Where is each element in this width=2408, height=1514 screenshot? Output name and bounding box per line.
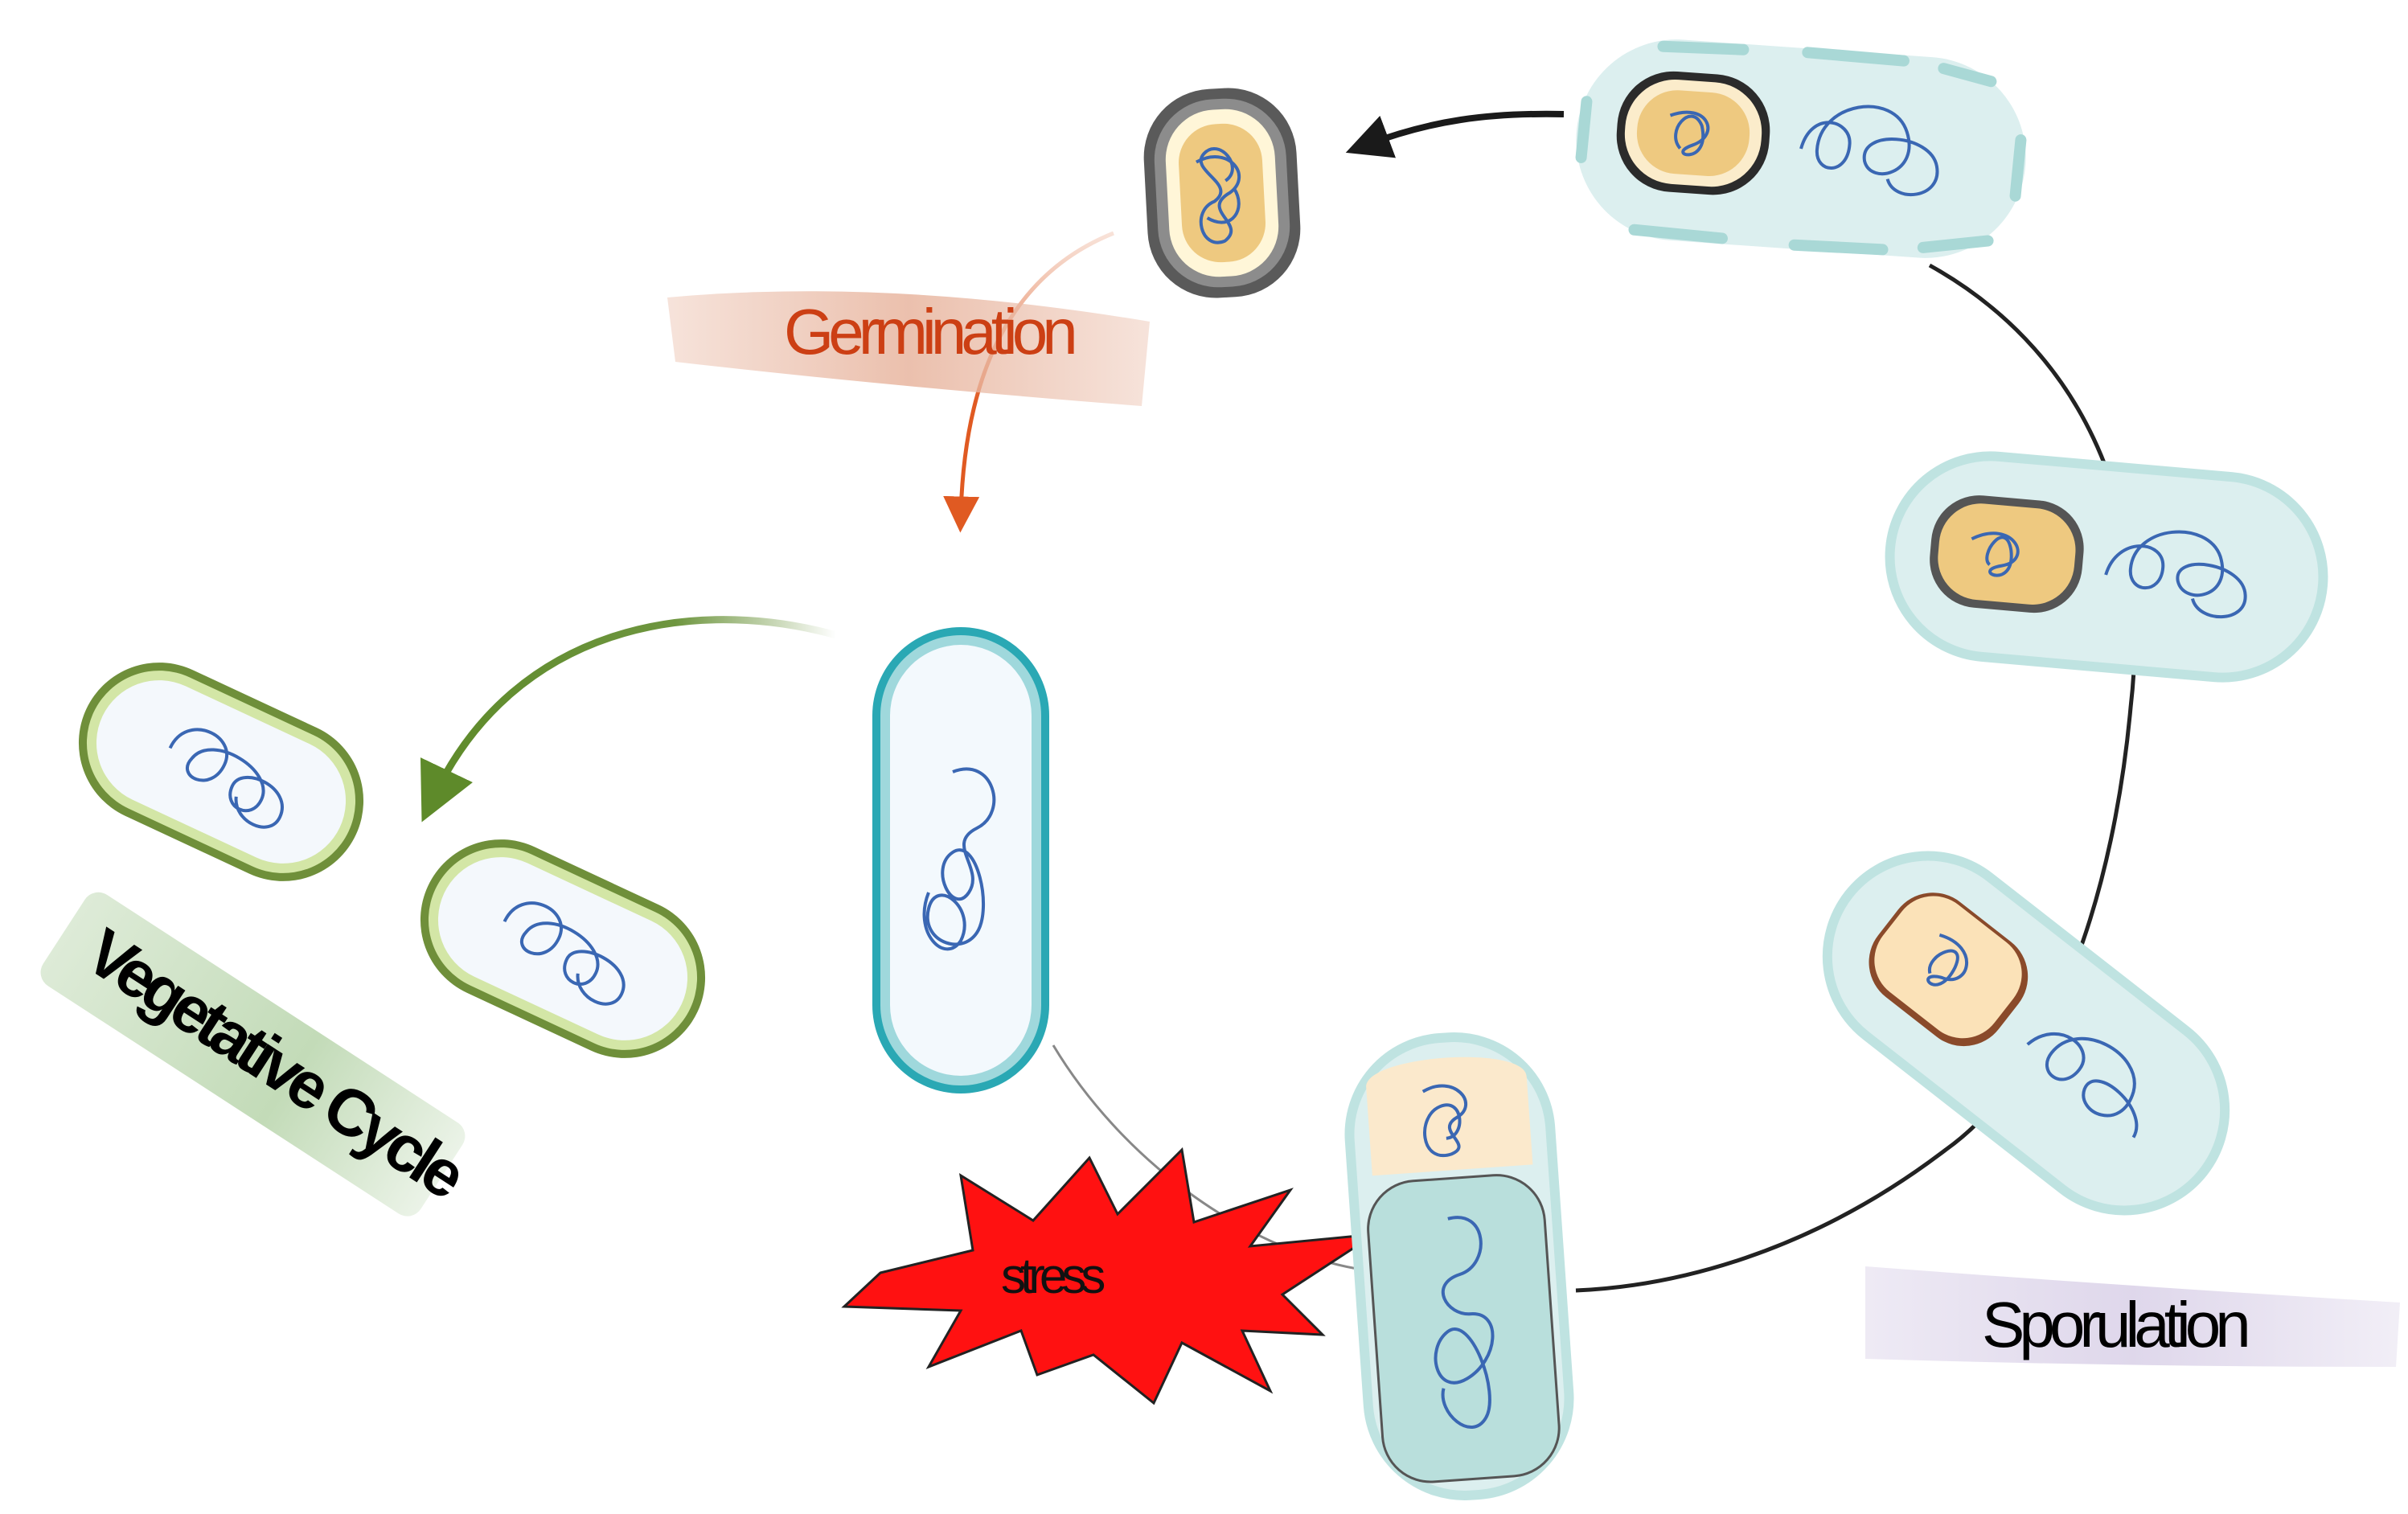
spore-icon (1143, 88, 1301, 298)
vegetative-label-group: Vegetative Cycle (40, 892, 477, 1217)
stress-burst-shape (841, 1147, 1376, 1405)
engulfment-cell-icon (1822, 851, 2230, 1216)
sporangium-mature-icon (1575, 39, 2027, 258)
sporangium-cortex-icon (1885, 451, 2328, 683)
cycle-connectors (420, 110, 2137, 1293)
stress-burst-icon: stress (841, 1147, 1376, 1405)
vegetative-band (40, 892, 466, 1217)
germination-label-group: Germination (667, 291, 1150, 406)
forespore-cell-icon (1344, 1032, 1574, 1500)
germination-band (667, 291, 1150, 406)
vegetative-label: Vegetative Cycle (73, 915, 477, 1212)
dividing-cell-icon (420, 839, 706, 1058)
spore-release-arrow (1345, 110, 1565, 158)
vegetative-cell-icon (78, 663, 364, 881)
sporulation-band (1865, 1266, 2400, 1367)
rod-cell-icon (872, 627, 1049, 1093)
vegetative-arrow (420, 616, 838, 823)
cycle-arc-right (1575, 263, 2137, 1293)
sporulation-label-group: Sporulation (1865, 1266, 2400, 1367)
sporulation-label: Sporulation (1982, 1289, 2247, 1360)
germination-label: Germination (784, 296, 1074, 367)
stress-label: stress (1001, 1249, 1104, 1304)
